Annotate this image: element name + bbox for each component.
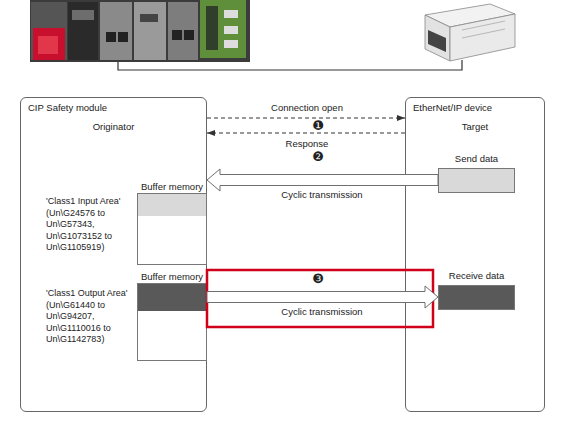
buffer-area-note: 'Class1 Output Area' (Un\G61440 to Un\G9…: [46, 288, 138, 346]
memory-box: Buffer memory: [137, 193, 207, 265]
plc-illustration: [30, 0, 250, 62]
memory-box: Receive data: [438, 285, 515, 310]
data-area-fill: [138, 194, 206, 216]
transfer-arrow: [207, 169, 438, 191]
board-connector: [206, 6, 218, 50]
power-module: [31, 2, 67, 60]
device-detail: [462, 29, 505, 38]
cpu-module: [68, 2, 98, 60]
io-module: [100, 2, 132, 60]
buffer-area-note: 'Class1 Input Area' (Un\G24576 to Un\G57…: [46, 196, 138, 254]
data-area-fill: [439, 286, 514, 309]
transfer-arrow: [207, 286, 438, 308]
memory-box: Send data: [438, 168, 515, 193]
edge-label: Connection open: [247, 102, 367, 113]
port: [118, 32, 128, 42]
highlight-frame: [207, 270, 433, 327]
port: [184, 30, 194, 40]
edge-label: Response: [247, 138, 367, 149]
role-label: Target: [406, 121, 544, 132]
device-detail: [462, 21, 505, 30]
network-cable: [118, 60, 462, 70]
led-panel: [140, 14, 158, 22]
callout-number: ❷: [306, 149, 330, 164]
module-box: EtherNet/IP deviceTargetSend dataReceive…: [405, 97, 545, 412]
device-connector: [428, 30, 446, 52]
module-box: CIP Safety moduleOriginatorBuffer memory…: [20, 97, 207, 412]
role-label: Originator: [21, 121, 206, 132]
safety-module: [168, 2, 198, 60]
circuit-board: [200, 0, 246, 58]
device-illustration: [425, 4, 515, 61]
memory-box: Buffer memory: [137, 283, 207, 361]
plc-base: [30, 0, 250, 62]
device-front: [425, 15, 450, 61]
port: [106, 32, 116, 42]
data-area-fill: [138, 284, 206, 311]
red-module-panel: [38, 36, 58, 54]
cpu-display: [72, 10, 94, 20]
edge-label: Cyclic transmission: [262, 189, 382, 200]
board-chip: [224, 40, 238, 48]
message-arrow: [207, 118, 405, 119]
callout-number: ❸: [306, 271, 330, 286]
callout-number: ❶: [306, 118, 330, 133]
memory-label: Receive data: [419, 270, 534, 281]
memory-label: Send data: [419, 153, 534, 164]
edge-label: Cyclic transmission: [262, 306, 382, 317]
memory-label: Buffer memory: [118, 271, 226, 282]
connector-group: [207, 118, 438, 308]
io-module: [134, 2, 166, 60]
data-area-fill: [439, 169, 514, 192]
port: [172, 30, 182, 40]
module-title: EtherNet/IP device: [413, 102, 492, 113]
red-module-front: [33, 28, 65, 60]
module-title: CIP Safety module: [28, 102, 107, 113]
board-chip: [224, 26, 238, 34]
memory-label: Buffer memory: [118, 181, 226, 192]
message-arrow: [207, 133, 405, 134]
device-side: [450, 14, 515, 61]
board-chip: [224, 10, 238, 18]
